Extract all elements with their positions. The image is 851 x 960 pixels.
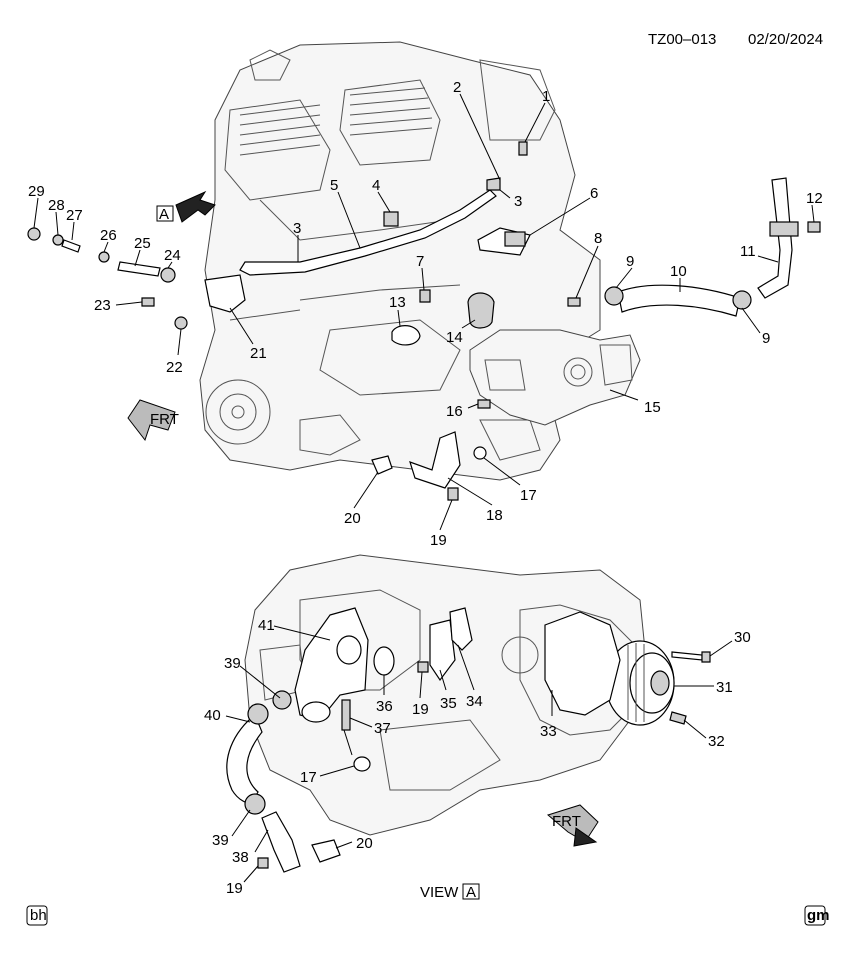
callout: 6	[590, 185, 598, 202]
callout: 37	[374, 720, 391, 737]
diagram-code: TZ00–013	[648, 31, 716, 48]
callout: 33	[540, 723, 557, 740]
corner-badge-left: bh	[26, 905, 48, 926]
upper-callouts: 1 2 3 4 5 6 3 7 8 9 10 11 12 9 29 28 27 …	[28, 79, 823, 549]
view-a-marker: A	[156, 190, 216, 223]
callout: 3	[514, 193, 522, 210]
frt-arrow-upper: FRT	[127, 399, 179, 442]
callout: 31	[716, 679, 733, 696]
frt-arrow-lower-label: FRT	[552, 813, 581, 830]
callout: 10	[670, 263, 687, 280]
callout: 20	[344, 510, 361, 527]
callout: 30	[734, 629, 751, 646]
upper-leader-lines	[33, 93, 815, 531]
callout: 11	[740, 243, 756, 260]
view-a-caption-text: VIEW	[420, 884, 459, 901]
callout: 4	[372, 177, 380, 194]
callout: 20	[356, 835, 373, 852]
callout: 9	[762, 330, 770, 347]
callout: 26	[100, 227, 117, 244]
callout: 13	[389, 294, 406, 311]
callout: 12	[806, 190, 823, 207]
callout: 19	[430, 532, 447, 549]
callout: 32	[708, 733, 725, 750]
view-a-caption: VIEW A	[420, 883, 480, 901]
frt-arrow-upper-label: FRT	[150, 411, 179, 428]
callout: 14	[446, 329, 463, 346]
callout: 17	[520, 487, 537, 504]
callout: 41	[258, 617, 275, 634]
callout: 7	[416, 253, 424, 270]
lower-leader-lines	[225, 625, 733, 883]
callout: 24	[164, 247, 181, 264]
callout: 38	[232, 849, 249, 866]
callout: 22	[166, 359, 183, 376]
callout: 34	[466, 693, 483, 710]
corner-badge-left-text: bh	[30, 907, 47, 924]
callout: 40	[204, 707, 221, 724]
callout: 5	[330, 177, 338, 194]
lower-parts	[226, 607, 711, 873]
callout: 28	[48, 197, 65, 214]
view-a-marker-letter: A	[159, 206, 169, 223]
callout: 23	[94, 297, 111, 314]
callout: 8	[594, 230, 602, 247]
callout: 17	[300, 769, 317, 786]
diagram-date: 02/20/2024	[748, 31, 823, 48]
callout: 27	[66, 207, 83, 224]
callout: 36	[376, 698, 393, 715]
callout: 29	[28, 183, 45, 200]
callout: 35	[440, 695, 457, 712]
callout: 39	[224, 655, 241, 672]
lower-callouts: 30 31 32 33 34 35 19 36 37 41 39 40 17 3…	[204, 617, 751, 897]
callout: 18	[486, 507, 503, 524]
callout: 1	[542, 88, 550, 105]
callout: 2	[453, 79, 461, 96]
callout: 21	[250, 345, 267, 362]
upper-parts	[27, 141, 821, 501]
callout: 39	[212, 832, 229, 849]
callout: 19	[226, 880, 243, 897]
callout: 9	[626, 253, 634, 270]
callout: 25	[134, 235, 151, 252]
callout: 19	[412, 701, 429, 718]
frt-arrow-lower: FRT	[546, 804, 599, 847]
gm-logo-text: gm	[807, 907, 830, 924]
gm-logo: gm	[804, 905, 830, 926]
view-a-caption-letter: A	[466, 884, 476, 901]
callout: 3	[293, 220, 301, 237]
callout: 15	[644, 399, 661, 416]
callout: 16	[446, 403, 463, 420]
